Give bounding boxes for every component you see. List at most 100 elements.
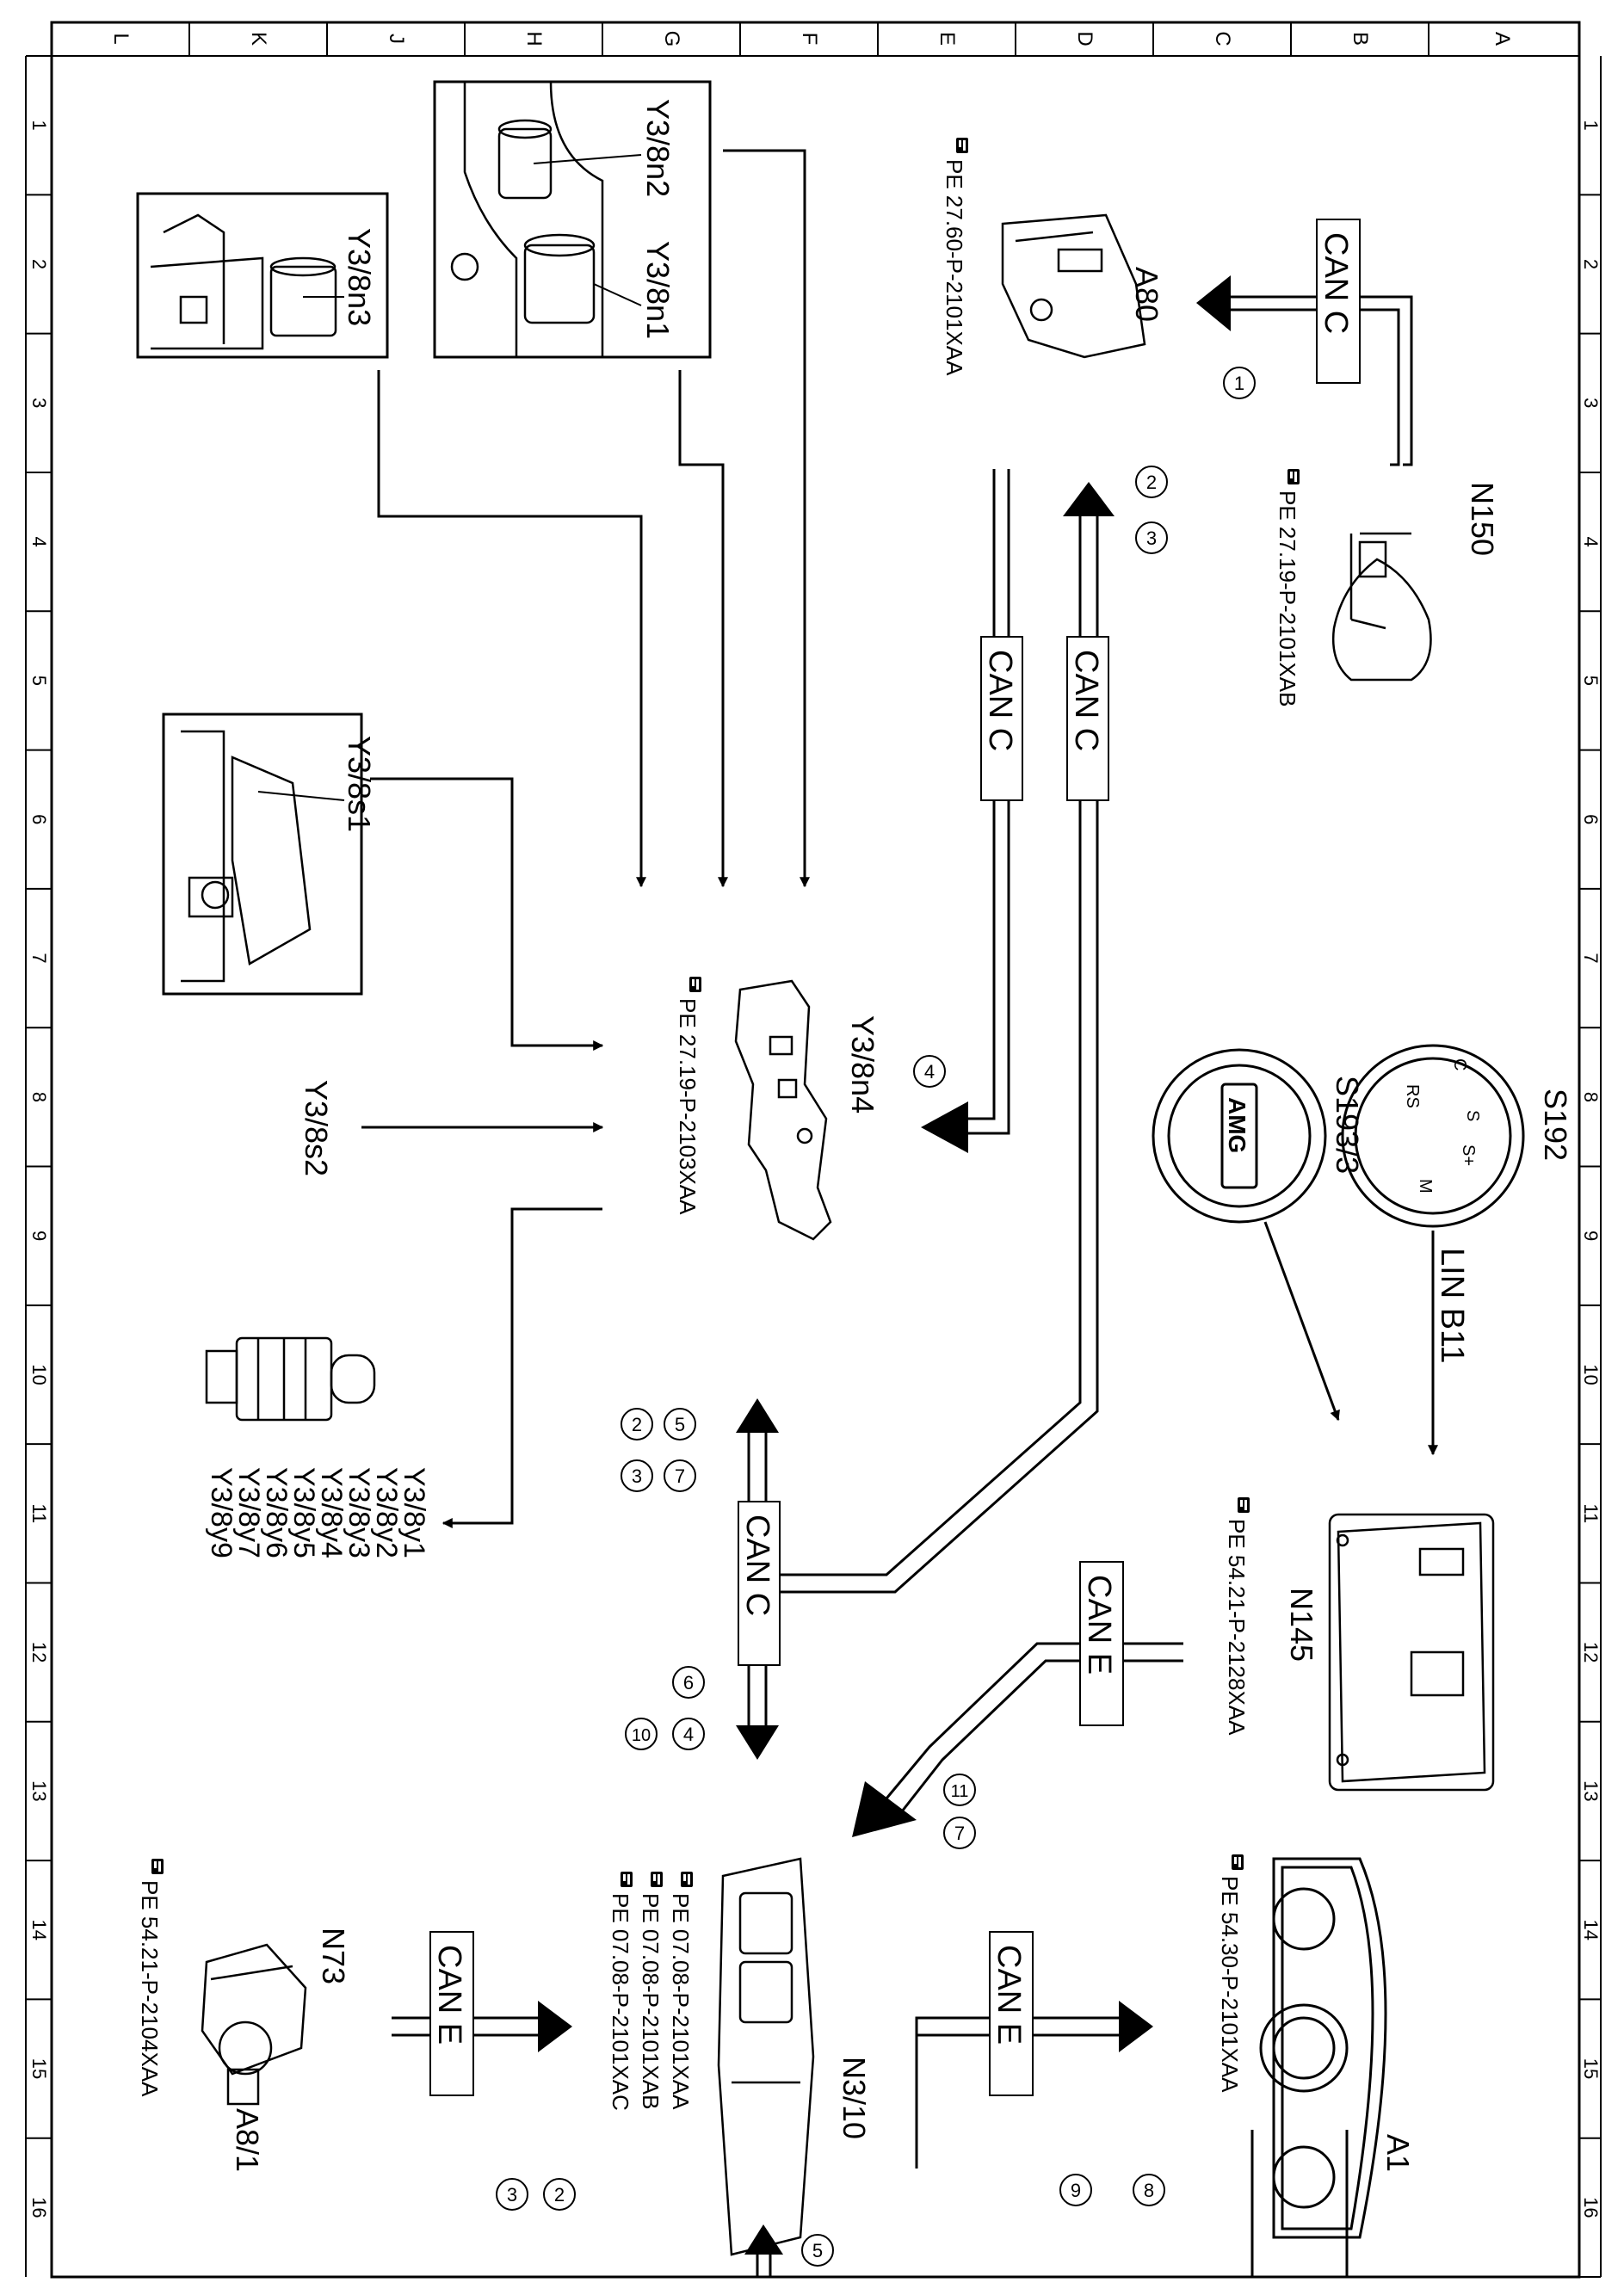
col-label: D bbox=[1073, 31, 1096, 46]
col-label: F bbox=[798, 33, 821, 46]
n145-label: N145 bbox=[1284, 1588, 1319, 1662]
can-e-label-box bbox=[989, 1931, 1034, 2096]
row-label: 6 bbox=[28, 814, 50, 824]
can-c-label-box bbox=[738, 1501, 781, 1666]
can-c-label: CAN C bbox=[1068, 650, 1104, 751]
signal-circle: 10 bbox=[625, 1718, 658, 1750]
valve-label: Y3/8y4 bbox=[315, 1467, 348, 1558]
can-e-label-box bbox=[1079, 1561, 1124, 1726]
svg-text:2: 2 bbox=[632, 1414, 642, 1435]
svg-text:7: 7 bbox=[675, 1465, 685, 1487]
can-arrowhead bbox=[1119, 2001, 1153, 2052]
row-label: 9 bbox=[1580, 1231, 1602, 1241]
signal-circle: 7 bbox=[943, 1817, 976, 1849]
y3-8n3-signal-line bbox=[377, 370, 646, 888]
signal-circle: 2 bbox=[621, 1408, 653, 1441]
y3-8s1-picture bbox=[162, 713, 363, 996]
column-ruler: L K J H G F E D C B A bbox=[109, 22, 1514, 56]
y3-8n3-sensor-drawing bbox=[150, 213, 337, 350]
signal-circle: 11 bbox=[943, 1774, 976, 1806]
row-label: 2 bbox=[28, 259, 50, 269]
y3-8n-picture bbox=[433, 80, 712, 359]
signal-circle: 3 bbox=[621, 1459, 653, 1492]
can-arrowhead bbox=[736, 1398, 779, 1433]
n73-ignition-drawing bbox=[201, 1943, 307, 2106]
col-label: H bbox=[522, 31, 546, 46]
signal-circle: 4 bbox=[913, 1055, 946, 1088]
svg-text:M: M bbox=[1416, 1179, 1435, 1194]
row-label: 4 bbox=[1580, 536, 1602, 546]
row-label: 3 bbox=[1580, 398, 1602, 408]
signal-circle: 2 bbox=[1135, 466, 1168, 498]
n3-10-label: N3/10 bbox=[837, 2057, 872, 2139]
pointing-hand-icon bbox=[681, 1872, 693, 1887]
valve-label: Y3/8y3 bbox=[343, 1467, 375, 1558]
n145-ref: PE 54.21-P-2128XAA bbox=[1224, 1519, 1250, 1736]
can-e-label: CAN E bbox=[431, 1945, 467, 2045]
svg-text:3: 3 bbox=[632, 1465, 642, 1487]
row-label: 5 bbox=[1580, 676, 1602, 686]
row-label: 6 bbox=[1580, 814, 1602, 824]
y3-8n2-label: Y3/8n2 bbox=[640, 99, 676, 197]
a1-ref: PE 54.30-P-2101XAA bbox=[1217, 1876, 1243, 2093]
row-label: 3 bbox=[28, 398, 50, 408]
n150-ref: PE 27.19-P-2101XAB bbox=[1275, 490, 1300, 707]
y3-8s2-label: Y3/8s2 bbox=[299, 1080, 334, 1176]
y3-8s1-label: Y3/8s1 bbox=[342, 736, 377, 832]
col-label: B bbox=[1349, 32, 1372, 46]
signal-circle: 9 bbox=[1059, 2174, 1092, 2206]
row-label: 14 bbox=[28, 1919, 50, 1940]
pointing-hand-icon bbox=[651, 1872, 663, 1887]
y3-8n1-signal-line bbox=[678, 370, 728, 888]
svg-text:7: 7 bbox=[954, 1823, 965, 1844]
svg-text:10: 10 bbox=[632, 1726, 651, 1745]
row-label: 8 bbox=[1580, 1092, 1602, 1102]
row-label: 12 bbox=[1580, 1642, 1602, 1663]
n73-ref: PE 54.21-P-2104XAA bbox=[137, 1880, 163, 2097]
svg-text:3: 3 bbox=[507, 2184, 517, 2206]
a80-drawing bbox=[1001, 213, 1146, 359]
s193-3-switch-drawing bbox=[1152, 1048, 1327, 1224]
can-arrowhead bbox=[736, 1725, 779, 1760]
row-label: 10 bbox=[28, 1364, 50, 1385]
col-label: K bbox=[247, 32, 270, 46]
signal-circle: 5 bbox=[801, 2234, 834, 2267]
svg-text:RS: RS bbox=[1403, 1084, 1422, 1108]
can-c-label: CAN C bbox=[982, 650, 1018, 751]
s193-3-signal-line bbox=[1263, 1221, 1340, 1422]
row-label: 12 bbox=[28, 1642, 50, 1663]
a8-1-label: A8/1 bbox=[230, 2108, 265, 2172]
y3-8n1-leader bbox=[593, 283, 642, 306]
pointing-hand-icon bbox=[621, 1872, 633, 1887]
n3-10-ref: PE 07.08-P-2101XAC bbox=[608, 1893, 633, 2111]
can-c-label-box bbox=[980, 636, 1023, 801]
signal-circle: 4 bbox=[672, 1718, 705, 1750]
row-label: 1 bbox=[1580, 120, 1602, 131]
row-label: 7 bbox=[28, 953, 50, 963]
can-c-label-box bbox=[1316, 219, 1361, 384]
row-label: 14 bbox=[1580, 1919, 1602, 1940]
col-label: A bbox=[1491, 32, 1514, 46]
y3-8n2-signal-line bbox=[723, 149, 810, 888]
svg-text:C: C bbox=[1450, 1058, 1469, 1070]
signal-circle: 2 bbox=[543, 2178, 576, 2211]
row-label: 11 bbox=[28, 1503, 50, 1523]
y3-8n3-label: Y3/8n3 bbox=[342, 228, 377, 326]
lin-b11-label: LIN B11 bbox=[1434, 1248, 1470, 1363]
pointing-hand-icon bbox=[1287, 469, 1300, 484]
row-label: 9 bbox=[28, 1231, 50, 1241]
row-label: 5 bbox=[28, 676, 50, 686]
signal-circle: 1 bbox=[1223, 367, 1256, 399]
y3-8n4-drawing bbox=[734, 979, 832, 1241]
row-label: 2 bbox=[1580, 259, 1602, 269]
can-c-line-to-a80 bbox=[766, 516, 1082, 1576]
svg-text:5: 5 bbox=[675, 1414, 685, 1435]
row-label: 11 bbox=[1580, 1503, 1602, 1523]
svg-text:2: 2 bbox=[1146, 472, 1157, 493]
can-c-line-to-a80-inner bbox=[766, 516, 1099, 1594]
row-label: 1 bbox=[28, 120, 50, 131]
can-c-label: CAN C bbox=[1318, 232, 1354, 334]
svg-text:4: 4 bbox=[924, 1061, 935, 1083]
y3-8n1-label: Y3/8n1 bbox=[640, 241, 676, 339]
